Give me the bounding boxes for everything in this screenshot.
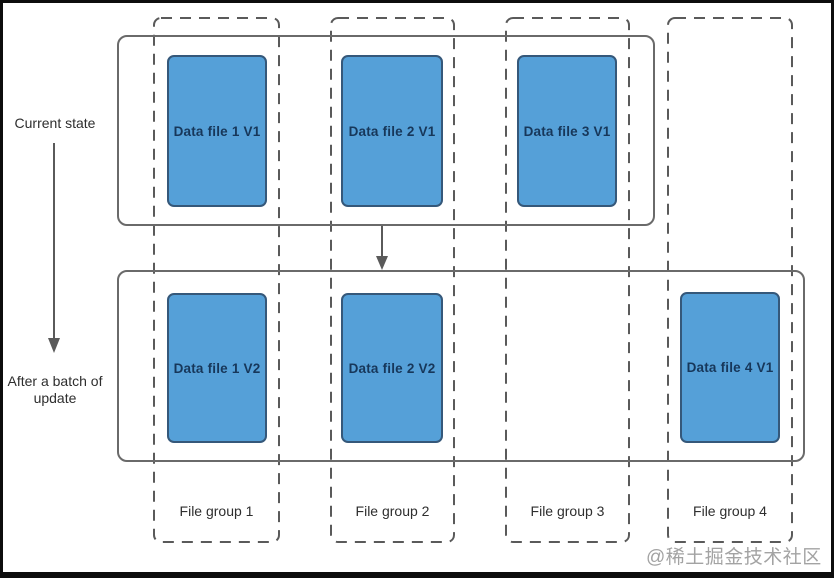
file-group-3-label: File group 3 <box>530 503 605 519</box>
file-group-column-3 <box>505 17 630 543</box>
file-group-column-4 <box>667 17 793 543</box>
file-group-4-label: File group 4 <box>693 503 767 519</box>
batch-update-arrowhead <box>376 256 388 270</box>
after-update-label: After a batch of update <box>2 373 108 407</box>
current-state-label: Current state <box>14 115 96 131</box>
after-update-label-line2: update <box>33 390 77 406</box>
file-group-2-label: File group 2 <box>355 503 430 519</box>
data-file-1-v1: Data file 1 V1 <box>167 55 267 207</box>
file-group-1-label: File group 1 <box>179 503 254 519</box>
after-update-label-line1: After a batch of <box>7 373 103 389</box>
data-file-4-v1: Data file 4 V1 <box>680 292 780 443</box>
file-group-column-2 <box>330 17 455 543</box>
state-timeline-arrowhead <box>48 338 60 353</box>
data-file-3-v1: Data file 3 V1 <box>517 55 617 207</box>
data-file-1-v2: Data file 1 V2 <box>167 293 267 443</box>
data-file-2-v2: Data file 2 V2 <box>341 293 443 443</box>
current-state-container <box>117 35 655 226</box>
updated-state-container <box>117 270 805 462</box>
watermark: @稀土掘金技术社区 <box>646 547 822 568</box>
data-file-2-v1: Data file 2 V1 <box>341 55 443 207</box>
